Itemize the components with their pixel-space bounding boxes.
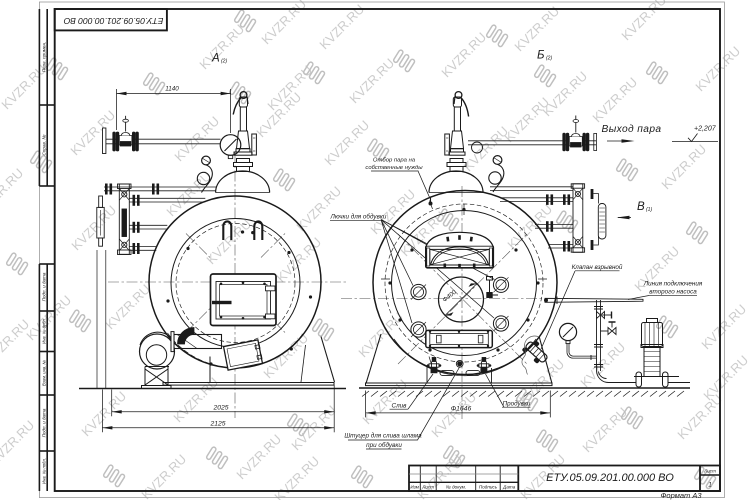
svg-text:Подп. и дата: Подп. и дата [42, 272, 47, 301]
svg-text:А: А [211, 53, 220, 65]
svg-text:Изм: Изм [410, 485, 419, 490]
svg-text:KVZR.RU: KVZR.RU [460, 123, 511, 174]
svg-text:KVZR.RU: KVZR.RU [438, 29, 489, 80]
svg-text:№ докум.: № докум. [446, 485, 466, 490]
svg-text:Формат А3: Формат А3 [660, 491, 702, 500]
svg-text:KVZR.RU: KVZR.RU [196, 21, 247, 72]
svg-text:собственные нужды: собственные нужды [365, 165, 423, 171]
svg-text:KVZR.RU: KVZR.RU [0, 417, 37, 468]
svg-text:Дата: Дата [502, 485, 516, 490]
svg-text:Выход пара: Выход пара [602, 124, 662, 135]
svg-text:KVZR.RU: KVZR.RU [271, 453, 322, 500]
svg-text:KVZR.RU: KVZR.RU [698, 301, 749, 352]
svg-text:KVZR.RU: KVZR.RU [589, 74, 640, 125]
svg-text:Перв. примен.: Перв. примен. [42, 42, 47, 73]
svg-text:KVZR.RU: KVZR.RU [428, 389, 479, 440]
svg-text:Линия подключения: Линия подключения [643, 280, 703, 288]
svg-text:второго насоса: второго насоса [649, 289, 697, 296]
svg-text:(2): (2) [221, 59, 227, 65]
svg-text:(1): (1) [646, 207, 652, 213]
svg-text:KVZR.RU: KVZR.RU [258, 0, 309, 47]
svg-text:KVZR.RU: KVZR.RU [102, 281, 153, 332]
svg-text:KVZR.RU: KVZR.RU [511, 3, 562, 54]
svg-text:Подп. и дата: Подп. и дата [42, 408, 47, 437]
svg-text:KVZR.RU: KVZR.RU [138, 451, 189, 500]
svg-text:Подпись: Подпись [479, 485, 498, 490]
svg-text:2025: 2025 [212, 405, 228, 412]
svg-text:KVZR.RU: KVZR.RU [658, 141, 709, 192]
svg-text:ЕТУ.05.09.201.00.000 ВО: ЕТУ.05.09.201.00.000 ВО [63, 16, 163, 26]
svg-text:1: 1 [708, 482, 712, 489]
svg-text:KVZR.RU: KVZR.RU [700, 352, 750, 403]
svg-text:KVZR.RU: KVZR.RU [579, 404, 630, 455]
svg-text:Ф400: Ф400 [441, 289, 458, 304]
svg-text:KVZR.RU: KVZR.RU [163, 168, 214, 219]
svg-text:Лючки для обдувки: Лючки для обдувки [330, 213, 387, 221]
svg-text:Лист: Лист [421, 485, 434, 490]
svg-text:(2): (2) [546, 56, 552, 62]
svg-text:KVZR.RU: KVZR.RU [68, 202, 119, 253]
svg-text:Отбор пара на: Отбор пара на [373, 158, 416, 164]
svg-text:KVZR.RU: KVZR.RU [233, 431, 284, 482]
svg-text:В: В [637, 201, 645, 213]
svg-text:KVZR.RU: KVZR.RU [67, 107, 118, 158]
svg-text:KVZR.RU: KVZR.RU [414, 451, 465, 500]
svg-text:Лист: Лист [703, 469, 716, 474]
svg-text:KVZR.RU: KVZR.RU [346, 55, 397, 106]
svg-text:Штуцер для слива шлама: Штуцер для слива шлама [344, 432, 422, 440]
svg-text:KVZR.RU: KVZR.RU [321, 117, 372, 168]
svg-text:Продувки: Продувки [503, 400, 531, 408]
svg-text:KVZR.RU: KVZR.RU [0, 316, 32, 367]
svg-text:Инв. № дубл.: Инв. № дубл. [42, 318, 47, 344]
svg-text:Клапан взрывной: Клапан взрывной [572, 263, 623, 271]
svg-text:KVZR.RU: KVZR.RU [78, 388, 129, 439]
svg-text:Взам. инв. №: Взам. инв. № [42, 360, 47, 386]
svg-text:Ф1646: Ф1646 [451, 406, 472, 413]
svg-text:KVZR.RU: KVZR.RU [23, 292, 74, 343]
svg-text:Инв. № подл.: Инв. № подл. [42, 458, 47, 484]
svg-text:KVZR.RU: KVZR.RU [501, 94, 552, 145]
svg-text:KVZR.RU: KVZR.RU [273, 234, 324, 285]
svg-text:KVZR.RU: KVZR.RU [260, 330, 311, 381]
svg-text:2125: 2125 [209, 421, 225, 428]
svg-text:ЕТУ.05.09.201.00.000 ВО: ЕТУ.05.09.201.00.000 ВО [546, 472, 674, 484]
svg-text:+2,207: +2,207 [694, 126, 717, 133]
svg-text:Справ. №: Справ. № [42, 135, 47, 156]
svg-text:при обдувки: при обдувки [366, 441, 402, 449]
svg-text:Слив: Слив [392, 403, 408, 410]
svg-text:KVZR.RU: KVZR.RU [692, 43, 743, 94]
svg-text:1140: 1140 [165, 86, 179, 93]
svg-text:KVZR.RU: KVZR.RU [618, 0, 669, 43]
svg-text:KVZR.RU: KVZR.RU [0, 165, 26, 216]
svg-text:KVZR.RU: KVZR.RU [170, 374, 221, 425]
svg-text:Б: Б [537, 50, 545, 62]
svg-text:KVZR.RU: KVZR.RU [674, 391, 725, 442]
